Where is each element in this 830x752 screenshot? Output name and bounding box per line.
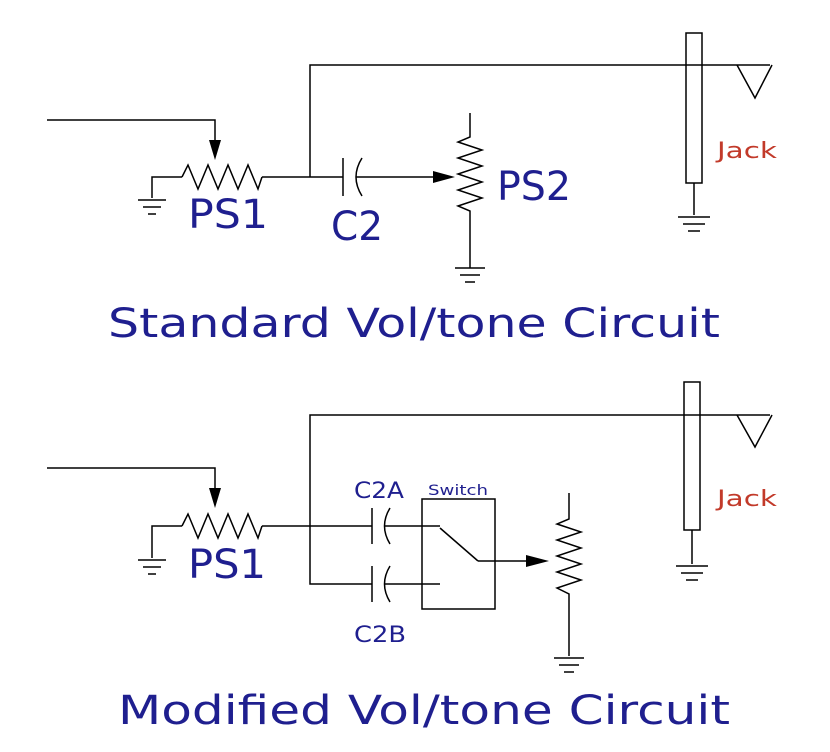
modified-jack-label: Jack (714, 487, 777, 512)
modified-pot1-ground-lead (151, 525, 182, 558)
modified-switch-icon (439, 527, 530, 562)
modified-jack-body (683, 381, 701, 531)
standard-pot1-label: PS1 (188, 192, 268, 238)
standard-pot2-label: PS2 (497, 164, 571, 210)
modified-circuit-title: Modified Vol/tone Circuit (118, 688, 730, 734)
modified-jack-tip (736, 414, 773, 449)
modified-pot1-ground-icon (138, 559, 166, 575)
standard-jack-ground-icon (678, 183, 710, 232)
modified-pot2-resistor (554, 493, 584, 656)
standard-pot1-ground-icon (138, 199, 166, 215)
standard-jack-tip (736, 64, 773, 100)
modified-cap-b-label: C2B (354, 623, 406, 648)
modified-switch-label: Switch (428, 483, 488, 499)
standard-circuit-title: Standard Vol/tone Circuit (108, 301, 720, 347)
modified-switch-box (421, 498, 496, 610)
standard-pot1-resistor (181, 163, 263, 192)
modified-pot1-label: PS1 (188, 542, 266, 588)
standard-hot-wire-to-jack (309, 64, 770, 177)
modified-cap-a-label: C2A (354, 479, 404, 504)
standard-pot2-ground-icon (455, 236, 485, 283)
standard-cap-label: C2 (331, 204, 383, 250)
standard-pot1-wiper-arrow (209, 140, 221, 160)
modified-pot1-resistor (181, 512, 263, 541)
modified-capb-branch-wire (309, 526, 372, 585)
modified-pot2-wiper-arrow (526, 555, 549, 567)
modified-hot-wire-to-jack (309, 414, 770, 526)
modified-pot1-wiper-arrow (209, 488, 221, 508)
modified-pot2-ground-icon (554, 657, 584, 673)
modified-input-wire (47, 467, 216, 488)
standard-input-wire (47, 119, 216, 140)
modified-circuit: PS1 C2A C2B Switch Jack Modified Vol/ton… (47, 381, 777, 734)
standard-circuit: PS1 C2 PS2 Jack Standard Vol/tone Circui… (47, 32, 777, 347)
standard-pot2-resistor (455, 113, 485, 236)
standard-jack-body (685, 32, 703, 184)
standard-jack-label: Jack (714, 139, 777, 164)
standard-pot1-ground-lead (151, 176, 182, 198)
modified-jack-ground-icon (676, 530, 708, 581)
standard-pot2-wiper-arrow (433, 171, 455, 183)
